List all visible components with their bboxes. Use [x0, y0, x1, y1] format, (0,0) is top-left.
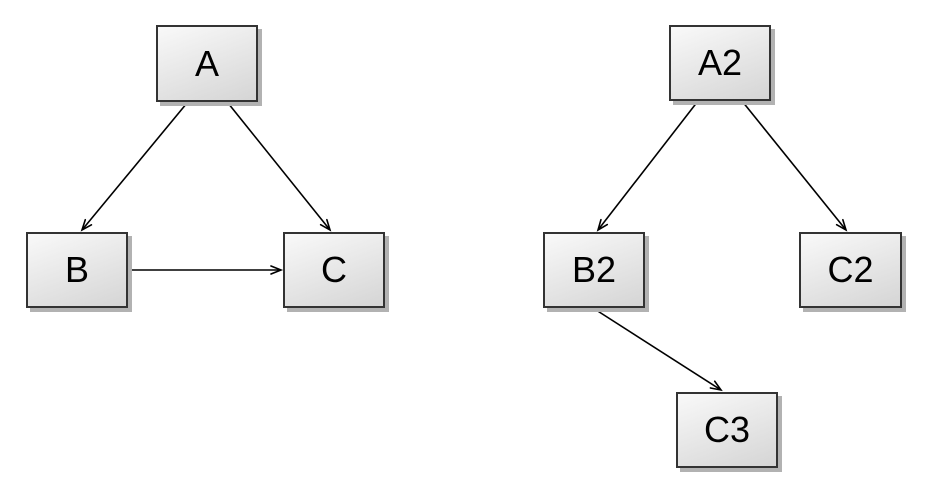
edge-A-B[interactable] — [80, 102, 188, 232]
edge-B2-C3[interactable] — [592, 307, 723, 392]
node-label-A2: A2 — [697, 42, 743, 83]
node-B2[interactable]: B2 — [543, 232, 645, 308]
node-A2[interactable]: A2 — [669, 25, 771, 101]
node-label-B2: B2 — [571, 249, 617, 290]
edge-A2-C2[interactable] — [741, 100, 848, 232]
node-C[interactable]: C — [283, 232, 385, 308]
node-label-B: B — [64, 249, 89, 290]
node-A[interactable]: A — [156, 25, 258, 102]
node-C2[interactable]: C2 — [799, 232, 902, 308]
node-label-C2: C2 — [827, 249, 874, 290]
edge-A-C[interactable] — [227, 102, 332, 232]
edge-A2-B2[interactable] — [596, 100, 699, 232]
node-C3[interactable]: C3 — [676, 392, 778, 468]
node-label-C: C — [321, 249, 347, 290]
node-B[interactable]: B — [26, 232, 128, 308]
node-label-A: A — [194, 42, 219, 84]
node-label-C3: C3 — [703, 409, 751, 450]
